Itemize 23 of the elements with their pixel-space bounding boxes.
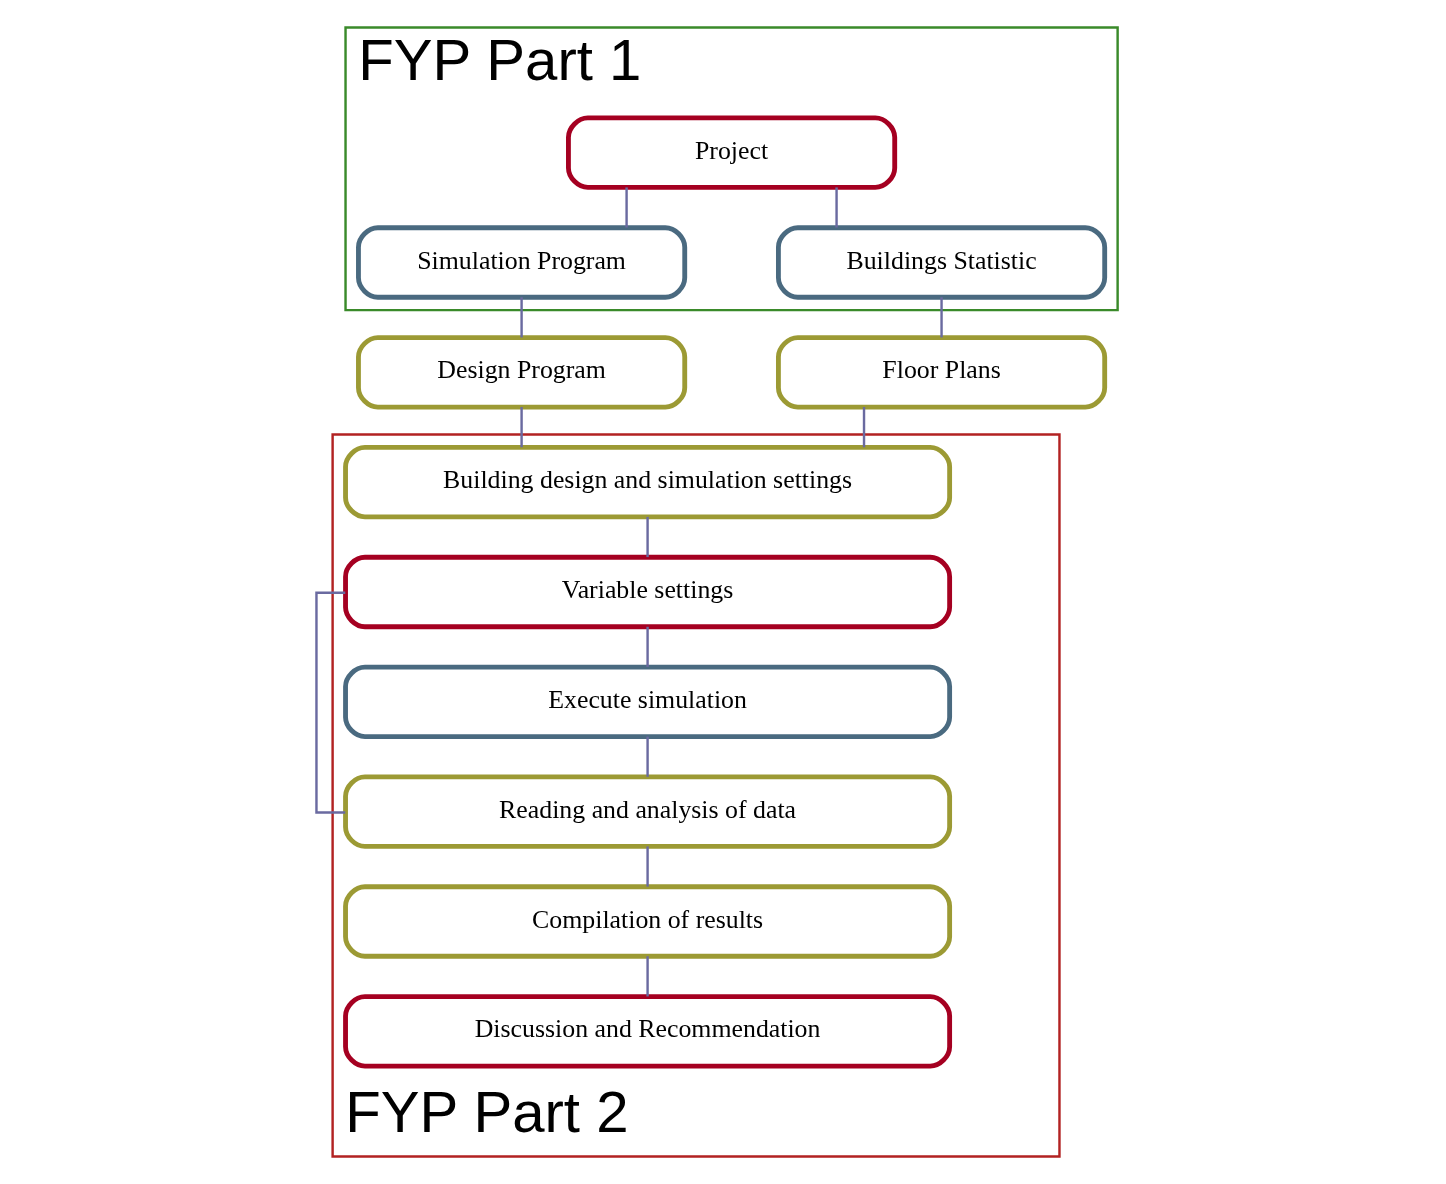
node-box: Execute simulation [342, 664, 952, 739]
node-box: Variable settings [342, 554, 952, 630]
node-box: Discussion and Recommendation [342, 994, 952, 1069]
node-box: Reading and analysis of data [342, 774, 952, 849]
node-box: Simulation Program [355, 225, 687, 300]
connector [624, 187, 628, 228]
connector [645, 846, 649, 887]
connector [645, 956, 649, 997]
node-box: Design Program [355, 335, 687, 410]
connector [939, 297, 943, 338]
node-box: Compilation of results [342, 884, 952, 959]
connector [519, 407, 523, 448]
connector [645, 516, 649, 558]
node-box: Project [565, 115, 897, 190]
connector [314, 591, 345, 814]
connector [519, 297, 523, 338]
node-box: Floor Plans [775, 335, 1107, 410]
connector [645, 626, 649, 667]
connector [862, 407, 865, 448]
connector [645, 736, 649, 777]
connector [834, 187, 838, 228]
node-box: Building design and simulation settings [342, 445, 952, 520]
node-box: Buildings Statistic [775, 225, 1107, 300]
